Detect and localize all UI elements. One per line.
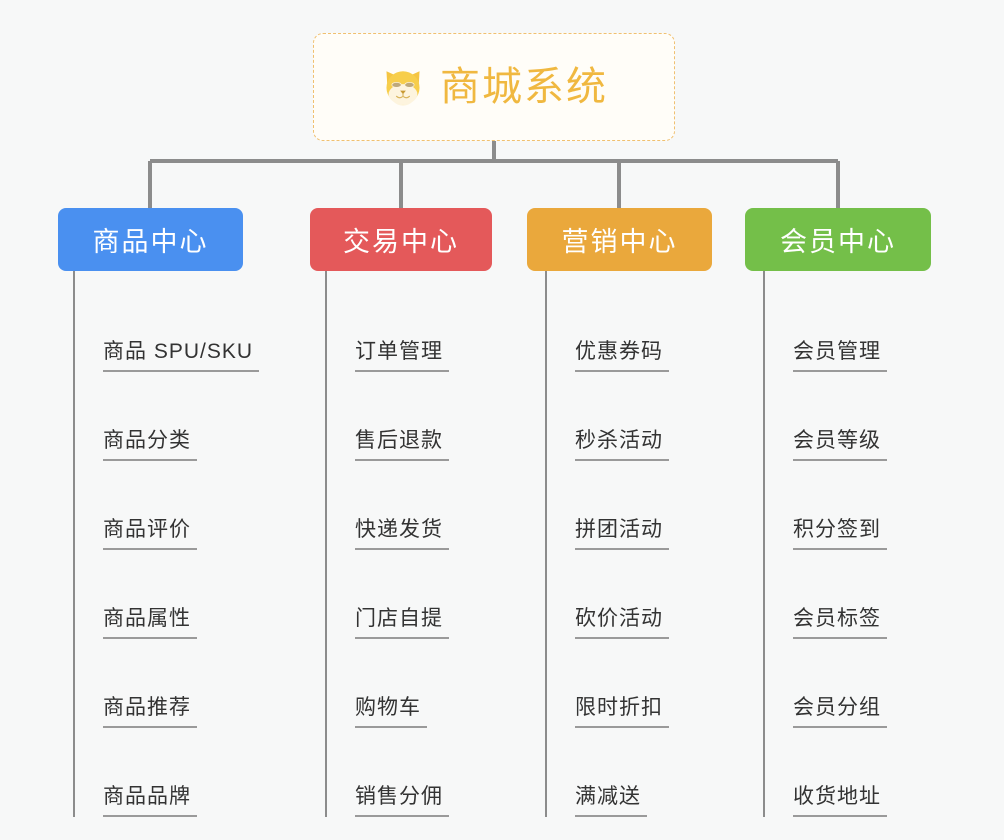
list-item-label: 砍价活动 [575,607,669,639]
list-item[interactable]: 商品分类 [58,372,243,461]
root-node-card: 商城系统 [313,33,675,141]
list-item-label: 快递发货 [355,518,449,550]
list-item-label: 商品分类 [103,429,197,461]
list-item[interactable]: 售后退款 [310,372,492,461]
list-item-label: 优惠券码 [575,340,669,372]
column-spine-line [763,271,765,817]
list-item-label: 商品推荐 [103,696,197,728]
category-title: 交易中心 [343,227,459,257]
list-item-label: 满减送 [575,785,647,817]
list-item[interactable]: 订单管理 [310,283,492,372]
list-item-label: 商品品牌 [103,785,197,817]
list-item[interactable]: 会员标签 [745,550,931,639]
list-item-label: 会员分组 [793,696,887,728]
list-item[interactable]: 商品品牌 [58,728,243,817]
list-item-label: 会员管理 [793,340,887,372]
list-item-label: 收货地址 [793,785,887,817]
category-box-2[interactable]: 交易中心 [310,208,492,271]
category-title: 会员中心 [780,227,896,257]
list-item-label: 销售分佣 [355,785,449,817]
list-item[interactable]: 快递发货 [310,461,492,550]
list-item[interactable]: 秒杀活动 [527,372,712,461]
category-column: 商品中心商品 SPU/SKU 商品分类商品评价商品属性商品推荐商品品牌 [58,208,260,817]
list-item[interactable]: 积分签到 [745,461,931,550]
category-box-3[interactable]: 营销中心 [527,208,712,271]
list-item[interactable]: 会员管理 [745,283,931,372]
list-item[interactable]: 拼团活动 [527,461,712,550]
list-item[interactable]: 砍价活动 [527,550,712,639]
category-item-list: 商品 SPU/SKU 商品分类商品评价商品属性商品推荐商品品牌 [58,271,260,817]
list-item-label: 限时折扣 [575,696,669,728]
list-item-label: 商品评价 [103,518,197,550]
category-column: 交易中心订单管理售后退款快递发货门店自提购物车销售分佣 [310,208,492,817]
list-item-label: 秒杀活动 [575,429,669,461]
list-item[interactable]: 会员等级 [745,372,931,461]
list-item[interactable]: 收货地址 [745,728,931,817]
column-spine-line [545,271,547,817]
list-item[interactable]: 购物车 [310,639,492,728]
list-item-label: 商品属性 [103,607,197,639]
category-column: 营销中心优惠券码秒杀活动拼团活动砍价活动限时折扣满减送 [527,208,712,817]
column-spine-line [325,271,327,817]
list-item-label: 订单管理 [355,340,449,372]
category-title: 商品中心 [92,227,209,257]
list-item-label: 购物车 [355,696,427,728]
list-item-label: 积分签到 [793,518,887,550]
list-item[interactable]: 门店自提 [310,550,492,639]
list-item-label: 拼团活动 [575,518,669,550]
list-item-label: 售后退款 [355,429,449,461]
shiba-dog-icon [386,71,420,106]
list-item[interactable]: 商品属性 [58,550,243,639]
root-title: 商城系统 [440,65,608,109]
category-column: 会员中心会员管理会员等级积分签到会员标签会员分组收货地址 [745,208,931,817]
list-item[interactable]: 限时折扣 [527,639,712,728]
category-title: 营销中心 [561,227,678,257]
category-box-1[interactable]: 商品中心 [58,208,243,271]
list-item[interactable]: 商品推荐 [58,639,243,728]
list-item[interactable]: 满减送 [527,728,712,817]
list-item-label: 门店自提 [355,607,449,639]
list-item-label: 会员标签 [793,607,887,639]
list-item-label: 会员等级 [793,429,887,461]
list-item[interactable]: 优惠券码 [527,283,712,372]
list-item[interactable]: 商品 SPU/SKU [58,283,260,372]
category-item-list: 订单管理售后退款快递发货门店自提购物车销售分佣 [310,271,492,817]
category-item-list: 优惠券码秒杀活动拼团活动砍价活动限时折扣满减送 [527,271,712,817]
category-item-list: 会员管理会员等级积分签到会员标签会员分组收货地址 [745,271,931,817]
column-spine-line [73,271,75,817]
list-item-label: 商品 SPU/SKU [103,340,260,372]
category-box-4[interactable]: 会员中心 [745,208,931,271]
list-item[interactable]: 商品评价 [58,461,243,550]
list-item[interactable]: 销售分佣 [310,728,492,817]
list-item[interactable]: 会员分组 [745,639,931,728]
